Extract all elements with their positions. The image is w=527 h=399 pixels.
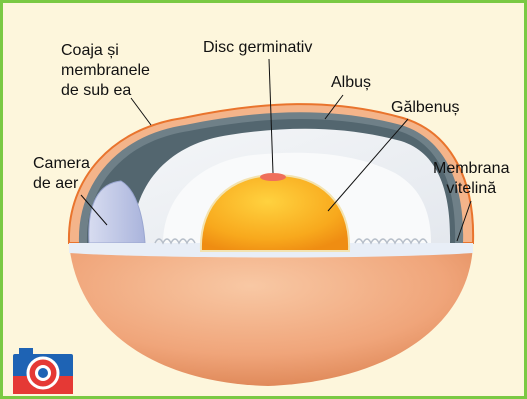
eggshell-lower xyxy=(69,243,473,386)
label-albumen: Albuș xyxy=(331,73,371,93)
camera-icon[interactable] xyxy=(13,346,73,394)
label-shell-membranes: Coaja și membranele de sub ea xyxy=(61,41,150,101)
label-shell-line3: de sub ea xyxy=(61,81,150,101)
label-air-cell: Camera de aer xyxy=(33,154,90,194)
label-shell-line2: membranele xyxy=(61,61,150,81)
label-air-line1: Camera xyxy=(33,154,90,174)
label-shell-line1: Coaja și xyxy=(61,41,150,61)
leader-shell xyxy=(131,98,151,125)
label-germinal-disc: Disc germinativ xyxy=(203,38,312,58)
label-membrane-line1: Membrana xyxy=(433,159,509,179)
label-membrane-line2: vitelină xyxy=(433,179,509,199)
label-air-line2: de aer xyxy=(33,174,90,194)
germinal-disc xyxy=(260,173,286,181)
label-yolk: Gălbenuș xyxy=(391,98,460,118)
label-vitelline-membrane: Membrana vitelină xyxy=(433,159,509,199)
